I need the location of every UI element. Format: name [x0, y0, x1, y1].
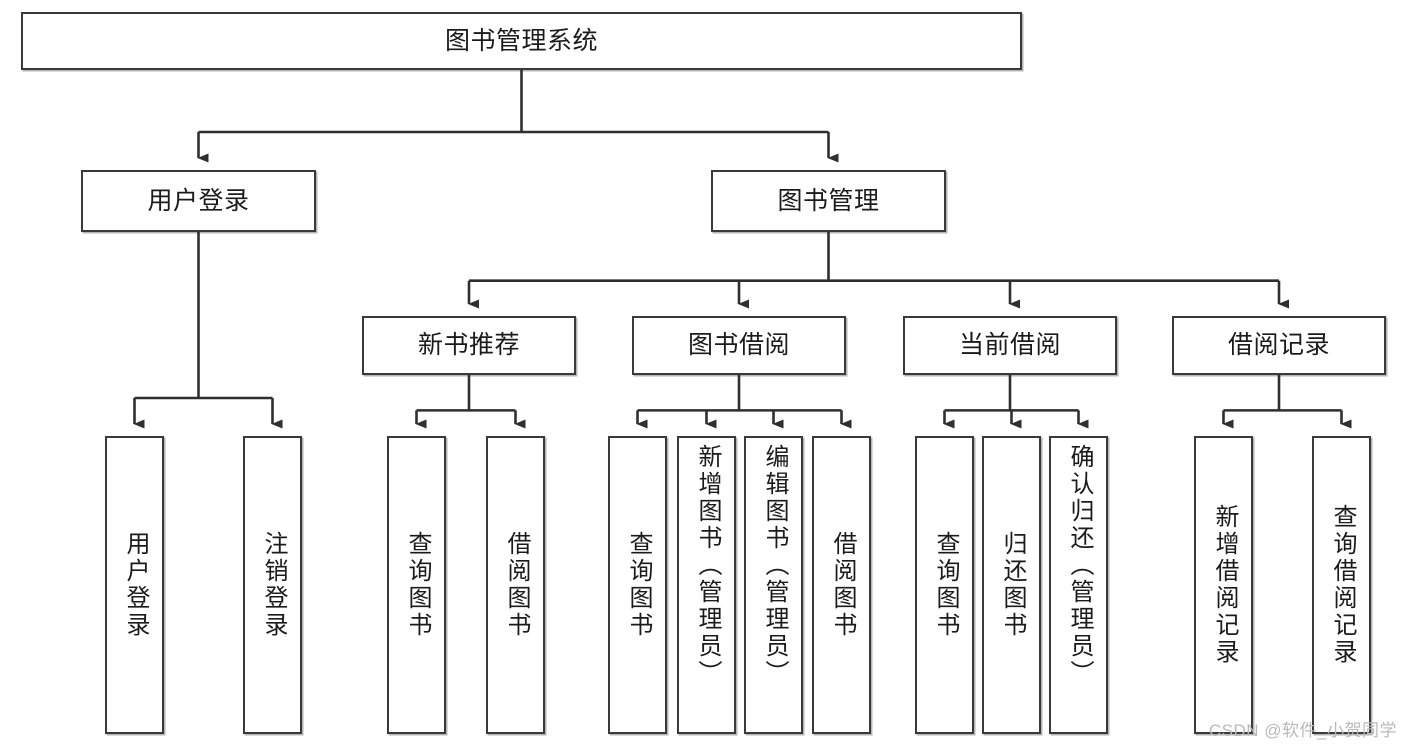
node-label: 用户登录 [147, 186, 250, 215]
node-records[interactable]: 借阅记录 [1172, 316, 1386, 375]
node-label: 图书管理 [777, 186, 880, 215]
node-borrow[interactable]: 图书借阅 [632, 316, 846, 375]
node-label: 查询图书 [403, 531, 431, 639]
node-leaf_rec2[interactable]: 查询借阅记录 [1312, 436, 1371, 734]
node-leaf_bor4[interactable]: 借阅图书 [812, 436, 871, 734]
node-leaf_login1[interactable]: 用户登录 [105, 436, 164, 734]
node-leaf_bor1[interactable]: 查询图书 [608, 436, 667, 734]
node-label: 归还图书 [998, 531, 1026, 639]
node-label: 编辑图书（管理员） [760, 444, 788, 687]
node-label: 借阅图书 [502, 531, 530, 639]
node-leaf_cur1[interactable]: 查询图书 [915, 436, 974, 734]
node-label: 当前借阅 [958, 331, 1061, 360]
node-label: 借阅记录 [1227, 331, 1330, 360]
node-leaf_new2[interactable]: 借阅图书 [486, 436, 545, 734]
node-label: 新增图书（管理员） [693, 444, 721, 687]
node-newbook[interactable]: 新书推荐 [362, 316, 576, 375]
node-label: 新书推荐 [417, 331, 520, 360]
node-leaf_login2[interactable]: 注销登录 [243, 436, 302, 734]
node-login[interactable]: 用户登录 [81, 170, 316, 232]
node-label: 新增借阅记录 [1210, 504, 1238, 666]
node-label: 查询图书 [624, 531, 652, 639]
node-label: 注销登录 [259, 531, 287, 639]
node-label: 图书管理系统 [444, 26, 598, 55]
node-label: 用户登录 [121, 531, 149, 639]
node-leaf_cur3[interactable]: 确认归还（管理员） [1049, 436, 1108, 734]
node-root[interactable]: 图书管理系统 [21, 12, 1022, 70]
node-leaf_bor2[interactable]: 新增图书（管理员） [677, 436, 736, 734]
node-label: 图书借阅 [687, 331, 790, 360]
watermark: CSDN @软件_小贺同学 [1208, 721, 1397, 740]
node-label: 确认归还（管理员） [1065, 444, 1093, 687]
node-bookmgmt[interactable]: 图书管理 [711, 170, 946, 232]
node-leaf_new1[interactable]: 查询图书 [387, 436, 446, 734]
node-leaf_cur2[interactable]: 归还图书 [982, 436, 1041, 734]
node-leaf_bor3[interactable]: 编辑图书（管理员） [744, 436, 803, 734]
node-label: 借阅图书 [828, 531, 856, 639]
node-label: 查询图书 [931, 531, 959, 639]
node-current[interactable]: 当前借阅 [903, 316, 1117, 375]
node-label: 查询借阅记录 [1328, 504, 1356, 666]
node-leaf_rec1[interactable]: 新增借阅记录 [1194, 436, 1253, 734]
